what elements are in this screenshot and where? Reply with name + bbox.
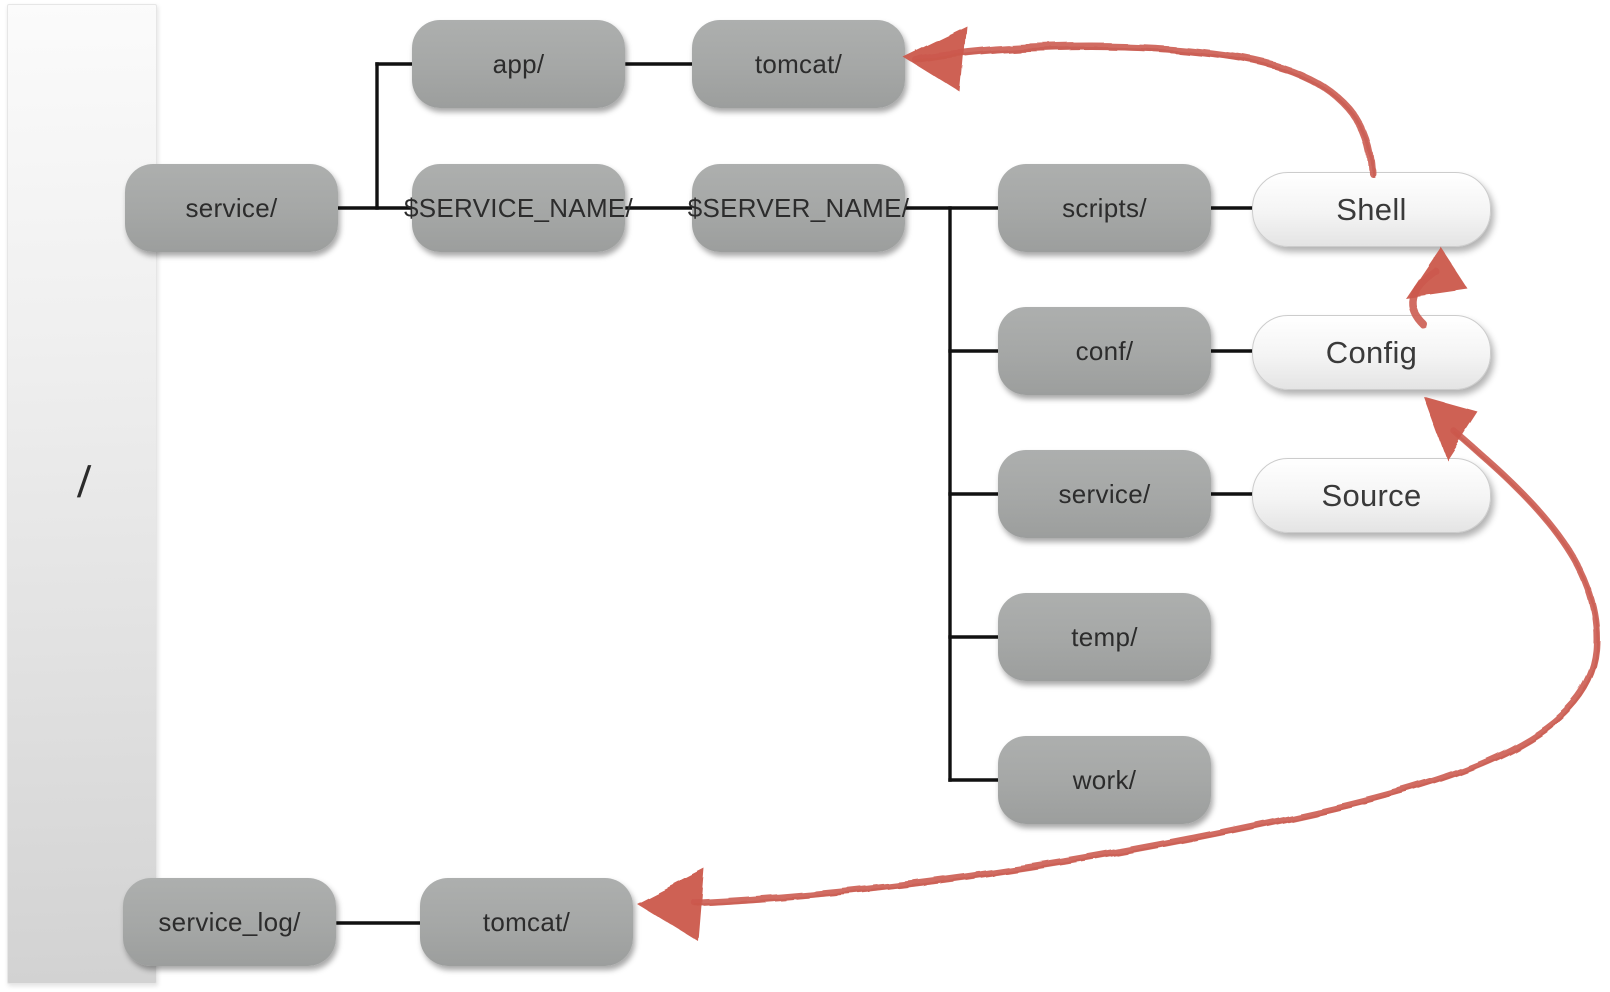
node-scripts: scripts/ bbox=[998, 164, 1211, 252]
arrowhead-at-tomcat-bottom bbox=[637, 869, 705, 942]
arrowhead-at-tomcat-top bbox=[903, 26, 967, 93]
node-tomcat-bottom: tomcat/ bbox=[420, 878, 633, 966]
node-service-name: $SERVICE_NAME/ bbox=[404, 164, 633, 252]
node-source: Source bbox=[1252, 458, 1491, 533]
node-config: Config bbox=[1252, 315, 1491, 390]
node-server-name: $SERVER_NAME/ bbox=[688, 164, 909, 252]
node-work: work/ bbox=[998, 736, 1211, 824]
node-conf: conf/ bbox=[998, 307, 1211, 395]
node-shell: Shell bbox=[1252, 172, 1491, 247]
red-arrow-config-to-shell bbox=[1405, 246, 1468, 329]
root-directory-bar bbox=[7, 4, 157, 984]
root-directory-label: / bbox=[76, 458, 92, 507]
red-arrow-shell-to-tomcat-top bbox=[903, 26, 1376, 177]
node-app: app/ bbox=[412, 20, 625, 108]
arrowhead-at-config-bottom bbox=[1424, 397, 1478, 460]
node-temp: temp/ bbox=[998, 593, 1211, 681]
node-service-child: service/ bbox=[998, 450, 1211, 538]
arrowhead-at-shell-bottom bbox=[1405, 246, 1468, 298]
node-service-log: service_log/ bbox=[123, 878, 336, 966]
node-service: service/ bbox=[125, 164, 338, 252]
node-tomcat-top: tomcat/ bbox=[692, 20, 905, 108]
